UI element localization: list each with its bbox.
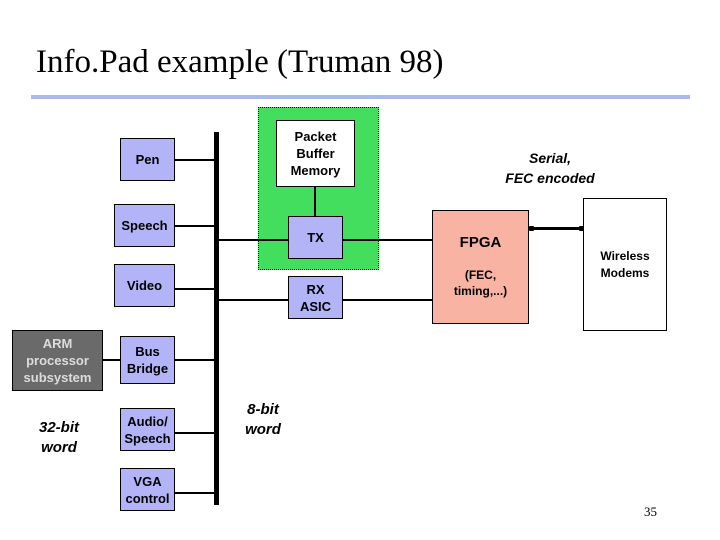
tx-box: TX [288,216,343,259]
arm-line-1: ARM [42,336,73,351]
serial-link-endpoint-modem [579,226,584,231]
video-box: Video [114,264,175,307]
speech-label: Speech [121,218,168,233]
8-bit-word-label: 8-bit word [232,400,294,440]
32-bit-line-2: word [41,439,77,456]
audio-speech-line-2: Speech [124,430,171,446]
bus-bridge-to-bus-connector [175,359,214,361]
audio-speech-box: Audio/ Speech [120,408,175,451]
pen-label: Pen [135,152,160,167]
serial-label-line-2: FEC encoded [505,170,595,186]
8-bit-line-2: word [245,421,281,438]
page-number: 35 [644,504,657,519]
vga-control-line-1: VGA [133,473,162,489]
packet-buffer-line-3: Memory [290,163,341,178]
modems-line-1: Wireless [600,248,650,263]
fpga-title: FPGA [459,234,502,251]
video-to-bus-connector [175,288,214,290]
serial-label-line-1: Serial, [528,150,572,166]
tx-label: TX [307,230,324,245]
speech-to-bus-connector [175,225,214,227]
fpga-sub-line-1: (FEC, [464,268,497,282]
pen-to-bus-connector [175,159,214,161]
serial-fec-label: Serial, FEC encoded [480,148,620,188]
rx-label-line-2: ASIC [299,298,332,314]
rx-label-line-1: RX [306,281,325,297]
bus-to-rx-connector [219,299,288,301]
buffer-to-tx-connector [314,187,316,217]
32-bit-word-label: 32-bit word [20,418,98,458]
system-bus [214,132,219,505]
audio-speech-to-bus-connector [175,432,214,434]
32-bit-line-1: 32-bit [38,419,79,436]
8-bit-line-1: 8-bit [247,401,279,418]
slide-title: Info.Pad example (Truman 98) [36,44,444,80]
bus-to-tx-connector [219,239,288,241]
modems-line-2: Modems [600,265,650,280]
vga-control-line-2: control [125,490,170,506]
tx-to-fpga-connector [343,239,432,241]
bus-bridge-line-2: Bridge [126,361,169,376]
arm-processor-box: ARM processor subsystem [12,330,103,391]
arm-to-bus-bridge-connector [103,359,120,361]
packet-buffer-line-1: Packet [294,129,337,144]
rx-asic-box: RX ASIC [288,276,343,319]
fpga-box: FPGA (FEC, timing,...) [432,210,529,324]
video-label: Video [126,278,163,293]
packet-buffer-line-2: Buffer [296,146,335,161]
serial-link [530,227,584,230]
speech-box: Speech [114,204,175,247]
arm-line-2: processor [26,353,89,368]
vga-control-box: VGA control [120,468,175,511]
title-underline [31,95,690,99]
audio-speech-line-1: Audio/ [127,413,168,429]
pen-box: Pen [120,138,175,181]
vga-control-to-bus-connector [175,492,214,494]
rx-to-fpga-connector [343,299,432,301]
fpga-sub-line-2: timing,...) [453,284,508,298]
bus-bridge-line-1: Bus [135,344,160,359]
bus-bridge-box: Bus Bridge [120,336,175,384]
wireless-modems-box: Wireless Modems [583,198,667,331]
serial-link-endpoint-fpga [529,226,534,231]
arm-line-3: subsystem [23,370,92,385]
packet-buffer-memory-box: Packet Buffer Memory [276,120,355,187]
